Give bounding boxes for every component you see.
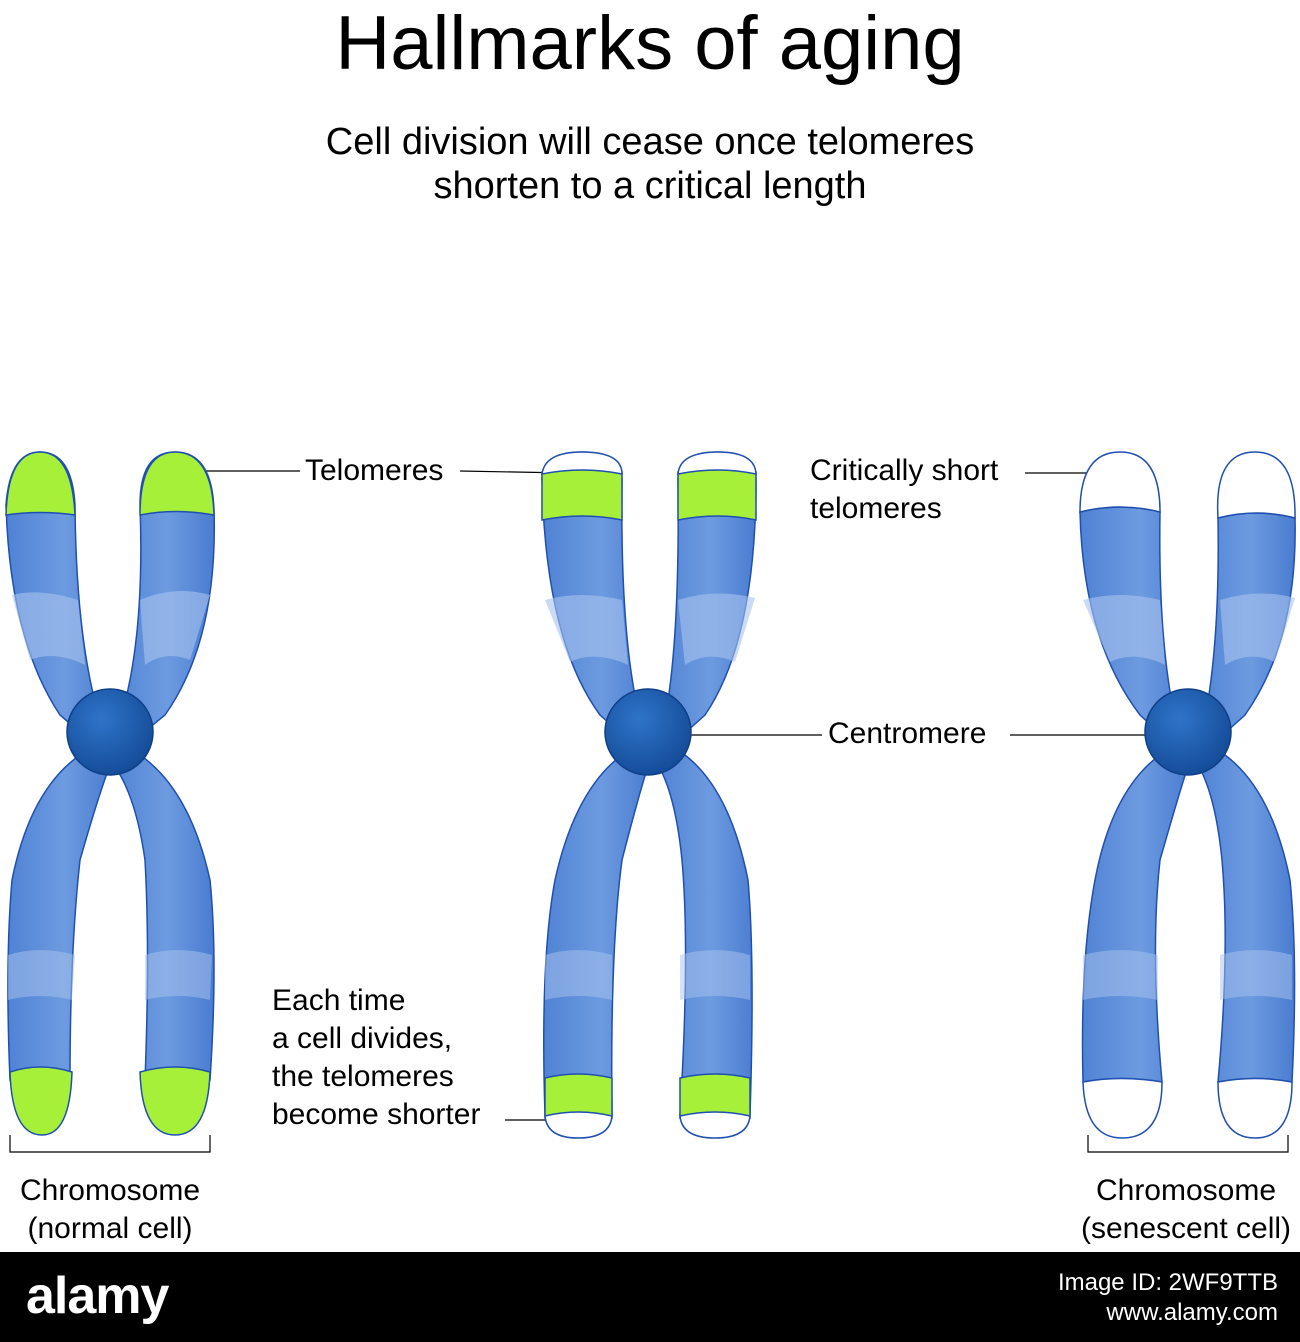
chromatid-left-arm bbox=[5, 451, 113, 1116]
label-each-time: Each time a cell divides, the telomeres … bbox=[272, 982, 480, 1134]
telomere-bottom-left-lost bbox=[544, 1111, 613, 1139]
bracket-senescent bbox=[1087, 1135, 1289, 1153]
chromatid-right-arm bbox=[108, 451, 216, 1111]
telomere-bottom-left bbox=[9, 1066, 73, 1136]
senescent-line1: Chromosome bbox=[1095, 1174, 1277, 1207]
diagram-subtitle: Cell division will cease once telomeres … bbox=[0, 120, 1300, 208]
telomere-bottom-right-lost bbox=[1217, 1077, 1293, 1139]
telomere-bottom-left-lost bbox=[1082, 1077, 1163, 1139]
label-critically-short-telomeres: Critically short telomeres bbox=[810, 452, 998, 528]
each-time-line3: the telomeres bbox=[272, 1060, 454, 1093]
centromere-normal bbox=[66, 688, 154, 776]
label-chromosome-senescent: Chromosome (senescent cell) bbox=[1070, 1172, 1300, 1248]
diagram-title: Hallmarks of aging bbox=[335, 1, 965, 86]
telomere-top-right bbox=[139, 451, 215, 516]
telomere-bottom-right bbox=[139, 1066, 211, 1136]
label-chromosome-normal: Chromosome (normal cell) bbox=[0, 1172, 220, 1248]
normal-line2: (normal cell) bbox=[27, 1212, 193, 1245]
telomere-top-right-lost bbox=[1216, 451, 1296, 519]
site-url: www.alamy.com bbox=[1106, 1299, 1278, 1326]
senescent-line2: (senescent cell) bbox=[1080, 1212, 1292, 1245]
telomere-top-left bbox=[5, 451, 76, 516]
image-meta: Image ID: 2WF9TTB www.alamy.com bbox=[1058, 1268, 1278, 1328]
bracket-normal bbox=[9, 1135, 211, 1153]
telomere-top-right-remaining bbox=[677, 466, 757, 521]
label-centromere: Centromere bbox=[828, 717, 987, 750]
chromosome-diagram bbox=[5, 451, 1296, 1153]
subtitle-line-2: shorten to a critical length bbox=[433, 165, 867, 207]
brackets bbox=[9, 1135, 1289, 1153]
normal-line1: Chromosome bbox=[19, 1174, 201, 1207]
telomere-top-right-lost bbox=[677, 451, 757, 475]
telomere-top-left-lost bbox=[541, 451, 623, 475]
telomere-top-left-remaining bbox=[541, 466, 623, 521]
each-time-line4: become shorter bbox=[272, 1098, 481, 1131]
each-time-line2: a cell divides, bbox=[272, 1022, 453, 1055]
chromosome-normal-cell bbox=[5, 451, 216, 1136]
chromosome-senescent-cell bbox=[1079, 451, 1296, 1139]
label-critically-short-line1: Critically short bbox=[810, 454, 999, 487]
centromere-dividing bbox=[604, 688, 692, 776]
chromatid-left-arm bbox=[541, 451, 651, 1134]
centromere-senescent bbox=[1144, 688, 1232, 776]
subtitle-line-1: Cell division will cease once telomeres bbox=[325, 121, 975, 163]
image-id: Image ID: 2WF9TTB bbox=[1057, 1269, 1278, 1296]
telomere-bottom-right-lost bbox=[679, 1111, 751, 1139]
label-telomeres: Telomeres bbox=[305, 454, 444, 487]
chromosome-dividing-cell bbox=[541, 451, 757, 1139]
watermark-footer: alamy Image ID: 2WF9TTB www.alamy.com bbox=[0, 1252, 1300, 1342]
telomere-top-left-lost bbox=[1079, 451, 1161, 513]
each-time-line1: Each time bbox=[272, 984, 406, 1017]
chromatid-right-arm bbox=[654, 451, 757, 1134]
alamy-logo: alamy bbox=[26, 1267, 169, 1325]
label-critically-short-line2: telomeres bbox=[810, 492, 942, 525]
